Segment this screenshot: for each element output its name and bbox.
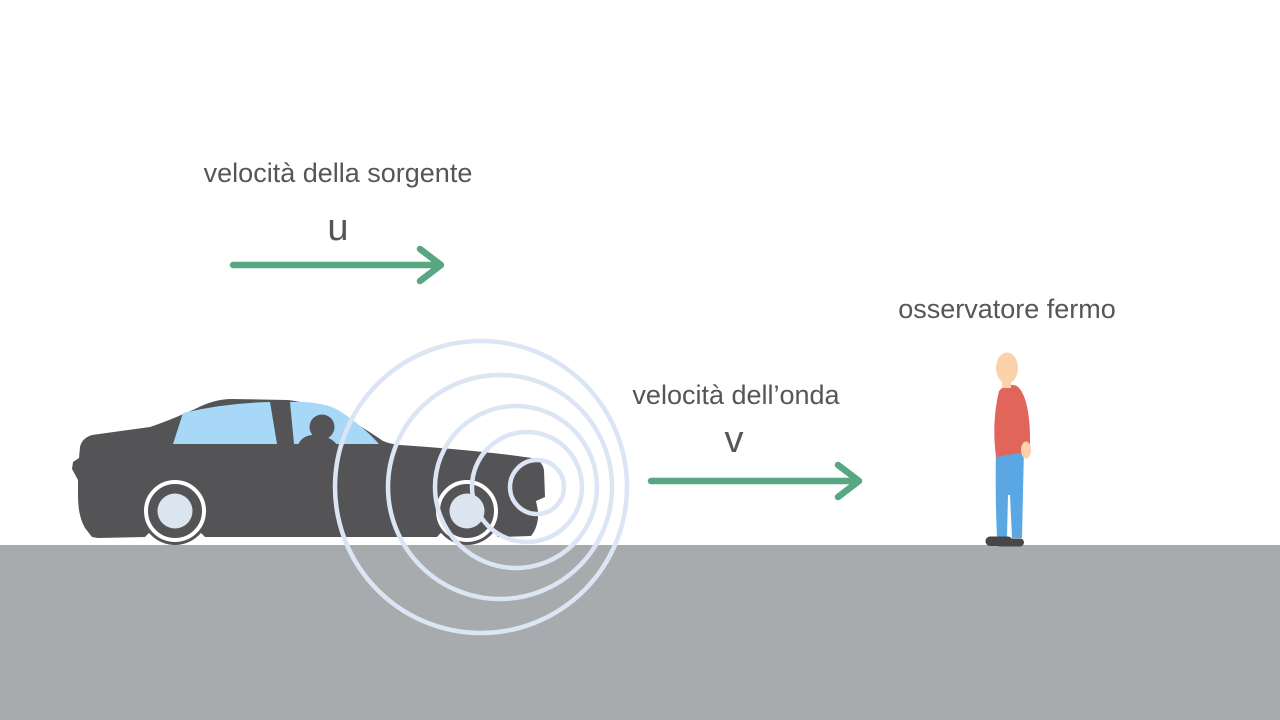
front-window xyxy=(290,401,379,444)
source-velocity-arrow xyxy=(229,245,445,285)
observer-figure xyxy=(985,352,1031,547)
wave-velocity-symbol: v xyxy=(724,419,744,461)
observer-hand xyxy=(1021,441,1031,459)
driver-silhouette xyxy=(298,414,337,445)
observer-label: osservatore fermo xyxy=(898,294,1116,324)
observer-shoes xyxy=(985,536,1024,547)
sound-wave-circle xyxy=(432,403,600,571)
source-velocity-symbol: u xyxy=(327,207,349,249)
observer-skin xyxy=(996,352,1031,459)
observer-pants xyxy=(995,448,1024,538)
observer-head xyxy=(996,352,1018,384)
sound-wave-circle xyxy=(507,457,567,517)
car xyxy=(72,399,545,545)
ground xyxy=(0,545,1280,720)
wave-velocity-label: velocità dell’onda xyxy=(632,380,840,410)
rear-wheel xyxy=(141,477,209,545)
sound-waves xyxy=(332,338,630,636)
sound-wave-circle xyxy=(469,429,585,545)
observer-shirt xyxy=(994,384,1030,457)
wave-velocity-arrow xyxy=(647,461,863,501)
rear-window xyxy=(173,402,277,444)
front-wheel xyxy=(433,477,501,545)
sound-wave-circle xyxy=(385,372,615,602)
source-velocity-label: velocità della sorgente xyxy=(203,158,473,188)
sound-wave-circle xyxy=(332,338,630,636)
